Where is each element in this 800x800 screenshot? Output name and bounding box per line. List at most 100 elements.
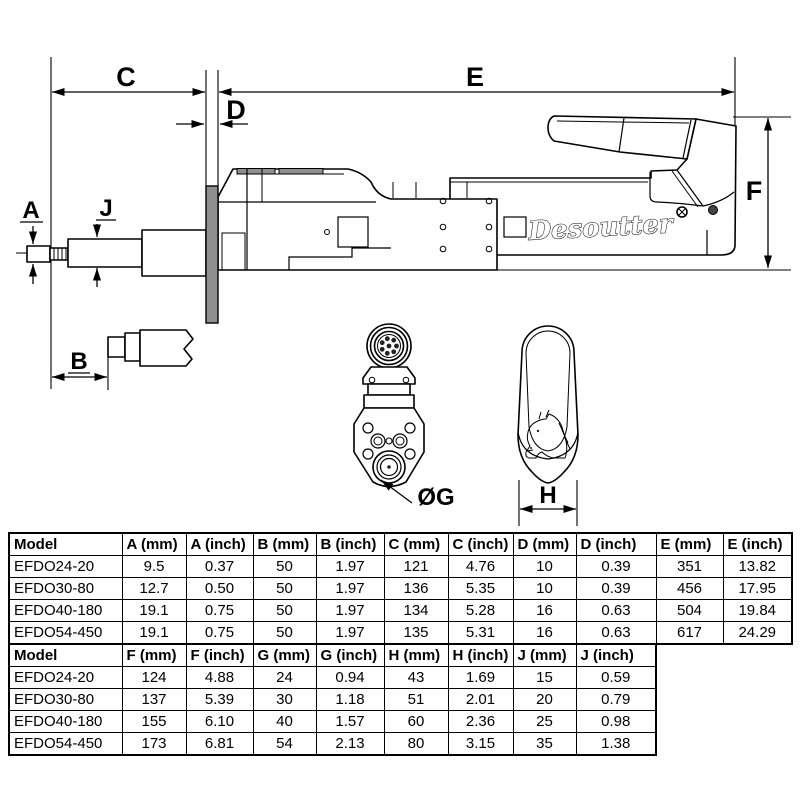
gear-housing [217, 168, 498, 271]
model-cell: EFDO24-20 [8, 555, 123, 578]
value-cell: 10 [512, 555, 577, 578]
shoulder-arc [517, 431, 579, 460]
bolt-hole [485, 245, 493, 253]
column-header: J (inch) [575, 643, 657, 667]
value-cell: 1.57 [315, 710, 385, 733]
bracket-screw [368, 376, 376, 384]
value-cell: 50 [252, 621, 317, 645]
head-band [367, 383, 411, 396]
connector-bracket [362, 366, 416, 385]
model-cell: EFDO30-80 [8, 688, 123, 711]
value-cell: 30 [252, 688, 317, 711]
housing-port [337, 216, 369, 248]
bolt-hole [485, 223, 493, 231]
value-cell: 2.13 [315, 732, 385, 756]
column-header: G (mm) [252, 643, 317, 667]
value-cell: 456 [655, 577, 724, 600]
model-cell: EFDO30-80 [8, 577, 123, 600]
value-cell: 51 [383, 688, 449, 711]
model-cell: EFDO40-180 [8, 599, 123, 622]
lever-segment-line [682, 119, 692, 159]
side-view: Desoutter [16, 57, 791, 390]
value-cell: 19.1 [121, 599, 187, 622]
value-cell: 0.39 [575, 555, 657, 578]
value-cell: 35 [512, 732, 577, 756]
socket-tip [107, 336, 126, 358]
output-center [387, 465, 391, 469]
value-cell: 134 [383, 599, 449, 622]
model-cell: EFDO24-20 [8, 666, 123, 689]
value-cell: 1.18 [315, 688, 385, 711]
value-cell: 0.94 [315, 666, 385, 689]
output-spindle-ring [376, 454, 402, 480]
inner-outline [525, 330, 571, 354]
value-cell: 19.1 [121, 621, 187, 645]
value-cell: 2.36 [447, 710, 514, 733]
column-header: D (mm) [512, 532, 577, 556]
corner-bolt [404, 422, 416, 434]
corner-bolt [404, 448, 416, 460]
socket-collar [124, 332, 141, 362]
extension-line [518, 480, 578, 526]
bit-shank [49, 247, 69, 261]
value-cell: 5.39 [185, 688, 254, 711]
column-header: H (inch) [447, 643, 514, 667]
value-cell: 137 [121, 688, 187, 711]
value-cell: 155 [121, 710, 187, 733]
model-cell: EFDO54-450 [8, 732, 123, 756]
lever-mount-line [671, 170, 699, 208]
value-cell: 50 [252, 555, 317, 578]
inner-outline [525, 352, 571, 428]
dim-label-b: B [70, 348, 87, 375]
value-cell: 6.81 [185, 732, 254, 756]
value-cell: 40 [252, 710, 317, 733]
value-cell: 24.29 [722, 621, 793, 645]
value-cell: 504 [655, 599, 724, 622]
bracket-screw [402, 376, 410, 384]
connector-pins [379, 336, 399, 356]
bolt-hole [485, 197, 493, 205]
value-cell: 0.75 [185, 599, 254, 622]
corner-bolt [362, 448, 374, 460]
value-cell: 9.5 [121, 555, 187, 578]
value-cell: 0.63 [575, 599, 657, 622]
value-cell: 16 [512, 599, 577, 622]
dim-label-e: E [466, 62, 484, 92]
body-seam [392, 182, 468, 198]
value-cell: 1.97 [315, 621, 385, 645]
value-cell: 135 [383, 621, 449, 645]
value-cell: 13.82 [722, 555, 793, 578]
top-view: H [517, 325, 579, 526]
value-cell: 0.98 [575, 710, 657, 733]
value-cell: 173 [121, 732, 187, 756]
column-header: F (mm) [121, 643, 187, 667]
spindle-shaft [67, 238, 143, 268]
tool-body [449, 118, 737, 256]
value-cell: 0.37 [185, 555, 254, 578]
body-port [503, 216, 527, 238]
rear-fillet [702, 191, 735, 207]
column-header: Model [8, 532, 123, 556]
value-cell: 0.59 [575, 666, 657, 689]
value-cell: 0.39 [575, 577, 657, 600]
value-cell: 136 [383, 577, 449, 600]
bolt-hole [439, 223, 447, 231]
value-cell: 15 [512, 666, 577, 689]
horse-logo-icon [525, 409, 571, 459]
value-cell: 43 [383, 666, 449, 689]
value-cell: 5.28 [447, 599, 514, 622]
column-header: C (mm) [383, 532, 449, 556]
value-cell: 0.79 [575, 688, 657, 711]
value-cell: 6.10 [185, 710, 254, 733]
value-cell: 17.95 [722, 577, 793, 600]
dim-label-d: D [226, 95, 246, 125]
value-cell: 3.15 [447, 732, 514, 756]
value-cell: 4.76 [447, 555, 514, 578]
